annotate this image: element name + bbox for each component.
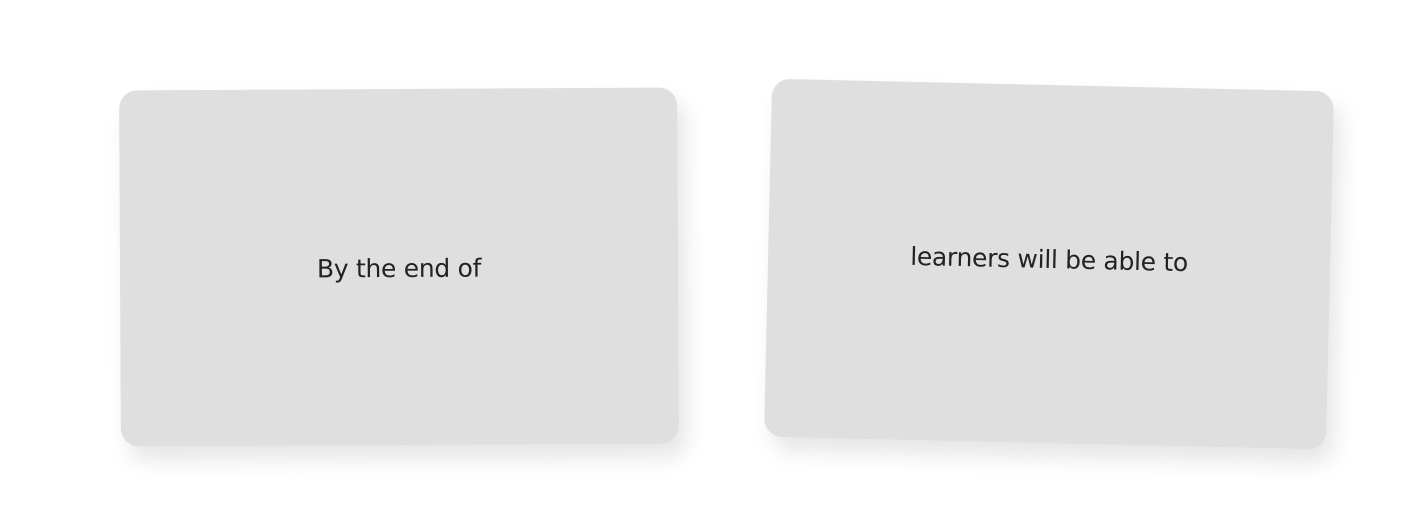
- flashcard-2[interactable]: learners will be able to: [764, 78, 1334, 450]
- flashcard-2-text: learners will be able to: [909, 241, 1189, 277]
- flashcard-1[interactable]: By the end of: [119, 87, 679, 447]
- flashcard-1-text: By the end of: [316, 253, 482, 283]
